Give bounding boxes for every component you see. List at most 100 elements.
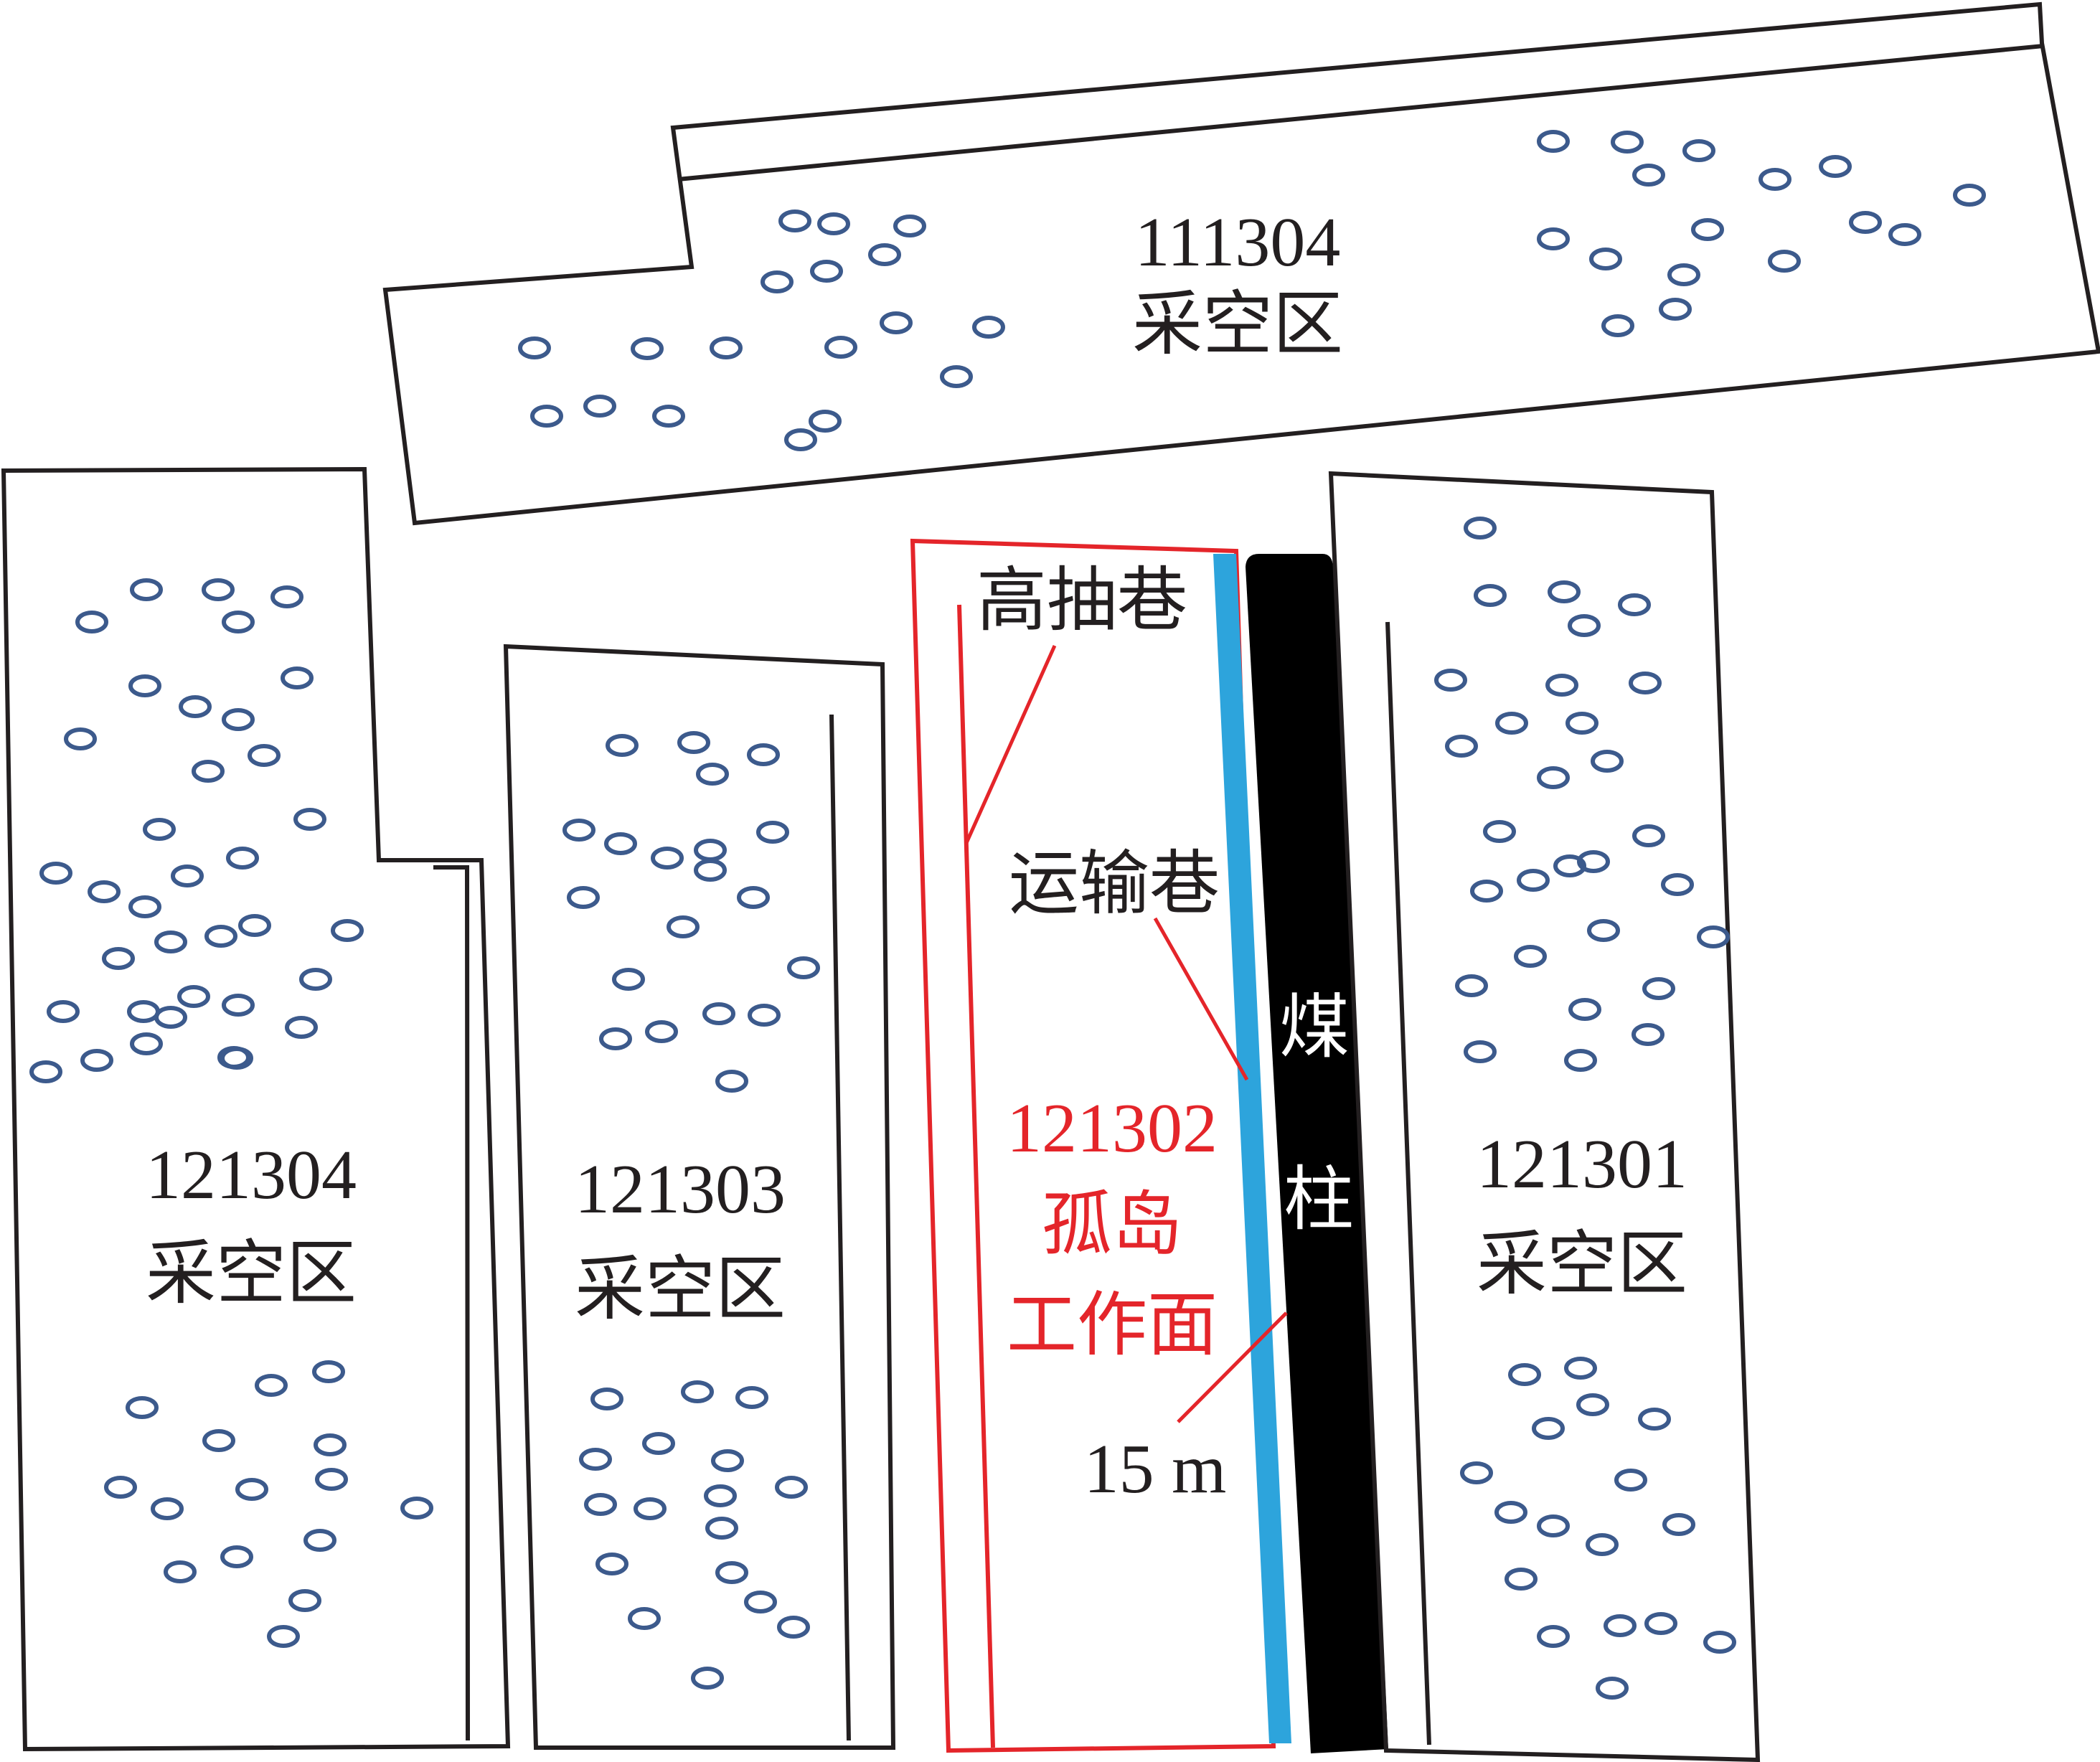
ellipse-icon [128, 674, 161, 697]
panel-121301-roadway [1385, 621, 1431, 1745]
ellipse-icon [940, 365, 973, 388]
ellipse-icon [880, 311, 913, 334]
coal-pillar-shape [1246, 554, 1388, 1753]
ellipse-icon [1505, 1568, 1538, 1591]
ellipse-icon [400, 1497, 433, 1520]
ellipse-icon [47, 1000, 80, 1023]
ellipse-icon [1460, 1461, 1493, 1484]
ellipse-icon [893, 215, 926, 237]
panel-121301-id: 121301 [1477, 1126, 1687, 1203]
panel-121301: 121301 采空区 [1328, 471, 1761, 1762]
ellipse-icon [705, 1517, 738, 1540]
ellipse-icon [778, 209, 811, 232]
ellipse-icon [1494, 1501, 1527, 1524]
ellipse-icon [88, 880, 121, 903]
callout-pillar-width: 15 m [1084, 1311, 1288, 1508]
ellipse-icon [1577, 850, 1610, 873]
ellipse-icon [1629, 672, 1662, 694]
panel-121303: 121303 采空区 [503, 644, 896, 1750]
ellipse-icon [1564, 1357, 1597, 1380]
ellipse-icon [204, 925, 237, 948]
ellipse-icon [130, 1032, 163, 1055]
ellipse-icon [715, 1561, 748, 1584]
ellipse-icon [744, 1591, 777, 1613]
ellipse-icon [681, 1380, 714, 1403]
panel-111304-outline [382, 1, 2100, 526]
ellipse-icon [1601, 314, 1634, 337]
ellipse-icon [694, 839, 727, 862]
ellipse-icon [1532, 1417, 1565, 1440]
ellipse-icon [154, 931, 187, 953]
coal-pillar: 煤 柱 [1246, 554, 1388, 1753]
panel-111304-id: 111304 [1135, 204, 1341, 281]
ellipse-icon [1470, 880, 1503, 903]
ellipse-icon [747, 743, 780, 766]
ellipse-icon [192, 760, 225, 783]
ellipse-icon [104, 1476, 137, 1499]
ellipse-icon [1589, 248, 1622, 270]
ellipse-icon [1667, 263, 1700, 286]
ellipse-icon [562, 819, 595, 842]
coal-pillar-char1: 煤 [1279, 989, 1350, 1067]
ellipse-icon [1697, 925, 1730, 948]
ellipse-icon [612, 968, 645, 991]
ellipse-icon [154, 1006, 187, 1029]
workface-121302-line3: 工作面 [1007, 1287, 1218, 1365]
ellipse-icon [1474, 584, 1507, 607]
ellipse-icon [64, 727, 97, 750]
ellipse-icon [303, 1529, 336, 1552]
ellipse-icon [314, 1433, 347, 1456]
ellipse-icon [248, 744, 281, 767]
ellipse-icon [1586, 1533, 1619, 1556]
ellipse-icon [868, 243, 901, 266]
ellipse-icon [715, 1070, 748, 1093]
ellipse-icon [1758, 168, 1791, 191]
ellipse-icon [226, 847, 259, 870]
ellipse-icon [235, 1478, 268, 1501]
ellipse-icon [1591, 750, 1624, 773]
ellipse-icon [824, 336, 857, 359]
panel-121304: 121304 采空区 [1, 466, 511, 1752]
ellipse-icon [1548, 580, 1581, 603]
ellipse-icon [787, 956, 820, 979]
ellipse-icon [1564, 1049, 1597, 1072]
ellipse-icon [748, 1004, 781, 1027]
gaochou-roadway [957, 604, 995, 1748]
ellipse-icon [164, 1560, 197, 1583]
ellipse-icon [667, 915, 700, 938]
ellipse-icon [631, 337, 664, 360]
panel-121304-label: 采空区 [146, 1235, 357, 1313]
ellipse-icon [704, 1484, 737, 1507]
panel-111304-label: 采空区 [1132, 286, 1343, 364]
ellipse-icon [735, 1386, 768, 1409]
ellipse-icon [595, 1553, 628, 1575]
ellipse-icon [761, 270, 794, 293]
ellipse-icon [817, 212, 850, 235]
panel-121303-id: 121303 [575, 1151, 786, 1228]
ellipse-icon [1508, 1363, 1541, 1386]
ellipse-icon [102, 947, 135, 970]
ellipse-icon [677, 731, 710, 754]
ellipse-icon [1888, 223, 1921, 246]
callout-yunshu: 运输巷 [1009, 846, 1249, 1081]
ellipse-icon [202, 578, 235, 601]
ellipse-icon [702, 1002, 735, 1025]
ellipse-icon [238, 914, 271, 937]
ellipse-icon [29, 1060, 62, 1083]
panel-121304-outline [1, 466, 511, 1752]
ellipse-icon [1495, 712, 1528, 735]
panel-121301-label: 采空区 [1477, 1226, 1687, 1304]
ellipse-icon [1455, 974, 1488, 997]
panel-111304: 111304 采空区 [382, 1, 2100, 526]
ellipse-icon [285, 1016, 318, 1039]
ellipse-icon [567, 886, 600, 909]
ellipse-icon [1568, 614, 1601, 637]
workface-121302-id: 121302 [1007, 1090, 1218, 1167]
ellipse-icon [130, 578, 163, 601]
ellipse-icon [1632, 164, 1665, 187]
ellipse-icon [299, 968, 332, 991]
callout-pillar-width-label: 15 m [1084, 1431, 1227, 1508]
ellipse-icon [1642, 977, 1675, 1000]
callout-yunshu-leader [1153, 917, 1249, 1081]
ellipse-icon [710, 336, 743, 359]
